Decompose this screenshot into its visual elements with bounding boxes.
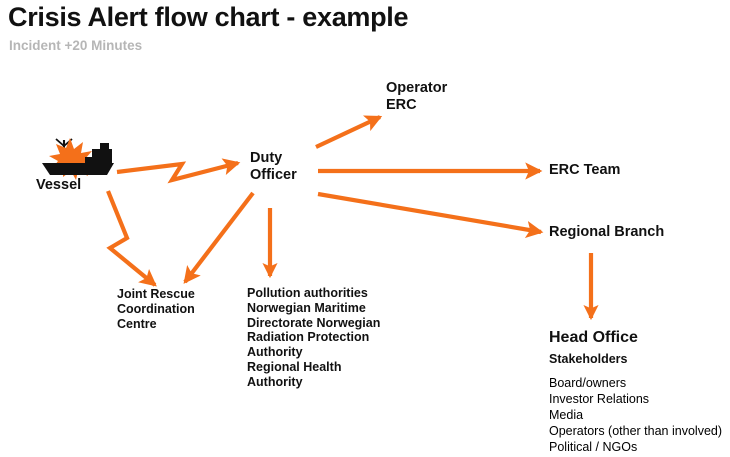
node-authorities-line: Directorate Norwegian (247, 315, 381, 330)
node-jrcc: Joint Rescue Coordination Centre (117, 287, 195, 331)
node-authorities-line: Authority (247, 345, 303, 359)
node-vessel-label: Vessel (36, 177, 82, 193)
node-authorities-line: Norwegian Maritime (247, 300, 366, 315)
node-regional-branch-label: Regional Branch (549, 224, 665, 240)
node-vessel: Vessel (24, 136, 124, 198)
node-erc-team-label: ERC Team (549, 162, 621, 178)
node-erc-team: ERC Team (549, 162, 620, 179)
list-item: Board/owners (549, 376, 627, 390)
node-regional-branch: Regional Branch (549, 224, 664, 241)
connector-duty-officer-to-operator-erc (315, 115, 383, 149)
node-authorities: Pollution authorities Norwegian Maritime… (247, 286, 380, 389)
list-item: Media (549, 408, 584, 422)
burning-ship-icon (42, 138, 114, 180)
list-item: Political / NGOs (549, 440, 638, 454)
node-head-office-title: Head Office (549, 329, 638, 346)
node-authorities-line: Pollution authorities (247, 286, 368, 300)
node-jrcc-line: Joint Rescue (117, 287, 195, 301)
list-item: Operators (other than involved) (549, 424, 723, 438)
page-subtitle: Incident +20 Minutes (9, 38, 143, 53)
node-jrcc-line: Coordination (117, 301, 195, 316)
node-authorities-line: Authority (247, 374, 303, 389)
node-duty-officer-line1: Duty (250, 150, 283, 166)
connector-duty-officer-to-jrcc (183, 191, 255, 284)
node-operator-erc-line1: Operator (386, 80, 448, 96)
node-jrcc-line: Centre (117, 316, 157, 331)
node-duty-officer: Duty Officer (250, 150, 297, 184)
node-duty-officer-line2: Officer (250, 167, 297, 184)
node-authorities-line: Radiation Protection (247, 330, 370, 345)
node-head-office: Head Office Stakeholders (549, 329, 638, 367)
node-head-office-subtitle: Stakeholders (549, 351, 628, 366)
node-authorities-line: Regional Health (247, 359, 342, 374)
connector-vessel-to-jrcc (106, 190, 157, 287)
node-operator-erc: Operator ERC (386, 80, 447, 114)
page-title: Crisis Alert flow chart - example (8, 2, 409, 32)
list-item: Investor Relations (549, 392, 650, 406)
stakeholder-list: Board/owners Investor Relations Media Op… (549, 375, 722, 455)
connector-vessel-to-duty-officer (116, 158, 241, 184)
node-operator-erc-line2: ERC (386, 97, 417, 114)
connector-duty-officer-to-regional-branch (317, 191, 544, 238)
